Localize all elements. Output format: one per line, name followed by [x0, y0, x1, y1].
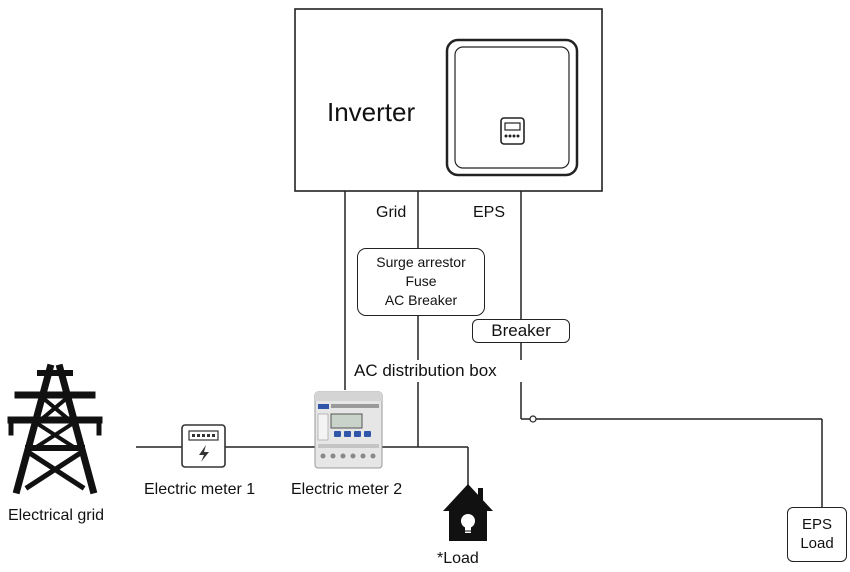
eps-load-line1: EPS — [801, 516, 832, 533]
ac-distribution-box-label: AC distribution box — [354, 361, 497, 380]
eps-load-line2: Load — [800, 535, 834, 552]
junction-dot — [529, 415, 537, 423]
eps-port-label: EPS — [473, 204, 506, 221]
inverter-device-icon — [445, 38, 579, 177]
load-label: *Load — [437, 550, 479, 567]
breaker-label: Breaker — [491, 321, 551, 340]
eps-breaker-box: Breaker — [472, 319, 570, 343]
din-rail-meter-icon — [314, 391, 383, 469]
surge-protection-box: Surge arrestor Fuse AC Breaker — [357, 248, 485, 316]
wires — [136, 191, 823, 507]
inverter-title: Inverter — [327, 97, 416, 127]
fuse-label: Fuse — [405, 273, 437, 289]
grid-port-label: Grid — [376, 204, 407, 221]
inverter-display-icon — [500, 117, 525, 145]
power-tower-icon — [7, 363, 103, 495]
electric-meter-1-label: Electric meter 1 — [144, 481, 256, 498]
eps-load-box: EPS Load — [787, 507, 847, 562]
electric-meter-2-label: Electric meter 2 — [291, 481, 403, 498]
electrical-grid-label: Electrical grid — [8, 507, 105, 524]
surge-arrestor-label: Surge arrestor — [376, 254, 466, 270]
electric-meter-icon — [181, 424, 226, 468]
ac-breaker-label: AC Breaker — [384, 292, 458, 308]
house-bulb-icon — [443, 484, 493, 541]
